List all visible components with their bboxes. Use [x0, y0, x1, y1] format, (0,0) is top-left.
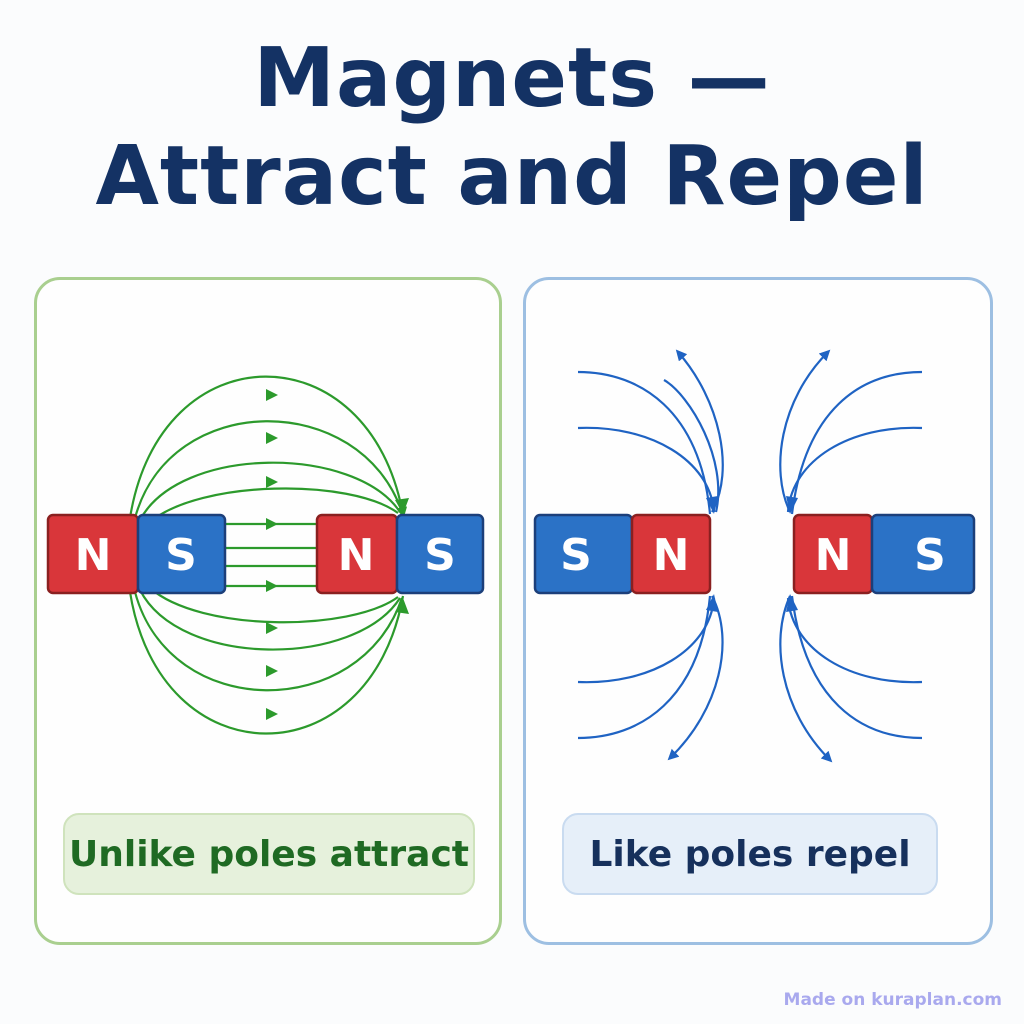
- pole-label: N: [75, 530, 112, 581]
- field-line: [663, 379, 720, 513]
- south-pole: [136, 513, 227, 595]
- left-magnet-1: N S: [46, 513, 227, 595]
- field-line: [133, 420, 404, 519]
- right-magnet-2: N S: [792, 513, 976, 595]
- arrowhead: [786, 594, 798, 612]
- field-line: [577, 426, 716, 513]
- attract-arrowheads: [266, 389, 409, 720]
- page-title: Magnets — Attract and Repel: [0, 30, 1024, 226]
- field-line: [123, 583, 405, 735]
- arrowhead: [266, 476, 278, 488]
- attract-field-lines: [123, 375, 408, 735]
- watermark: Made on kuraplan.com: [783, 990, 1002, 1010]
- pole-label: S: [914, 530, 946, 581]
- repel-caption: Like poles repel: [562, 813, 938, 895]
- arrowhead: [395, 598, 409, 614]
- title-line-2: Attract and Repel: [95, 129, 929, 224]
- arrowhead: [266, 432, 278, 444]
- field-line: [786, 597, 923, 684]
- title-line-1: Magnets —: [253, 31, 771, 126]
- field-line: [577, 597, 716, 684]
- pole-label: N: [653, 530, 690, 581]
- pole-label: N: [815, 530, 852, 581]
- attract-caption: Unlike poles attract: [63, 813, 475, 895]
- left-magnet-2: N S: [315, 513, 485, 595]
- arrowhead: [395, 498, 409, 514]
- arrowhead: [706, 594, 718, 612]
- field-line: [790, 370, 923, 515]
- field-line: [577, 595, 712, 740]
- arrowhead: [266, 580, 278, 592]
- pole-label: S: [560, 530, 592, 581]
- south-pole: [395, 513, 485, 595]
- arrowhead: [266, 622, 278, 634]
- field-line: [577, 370, 712, 515]
- south-pole: [870, 513, 976, 595]
- repel-arrowheads: [706, 496, 798, 612]
- pole-label: S: [424, 530, 456, 581]
- field-line: [139, 589, 401, 651]
- field-line: [133, 591, 404, 692]
- arrowhead: [266, 389, 278, 401]
- right-magnet-1: S N: [533, 513, 712, 595]
- field-line: [790, 595, 923, 740]
- field-line: [139, 461, 401, 521]
- field-line: [128, 375, 408, 519]
- field-line: [786, 426, 923, 513]
- repel-field-lines: [577, 349, 923, 763]
- field-line: [149, 487, 399, 523]
- field-line: [149, 587, 399, 624]
- arrowhead: [706, 496, 718, 514]
- field-line: [779, 349, 831, 513]
- field-line: [779, 595, 833, 763]
- arrowhead: [786, 496, 798, 514]
- arrowhead: [266, 708, 278, 720]
- arrowhead: [266, 665, 278, 677]
- arrowhead: [266, 518, 278, 530]
- north-pole: [630, 513, 712, 595]
- field-line: [667, 595, 724, 761]
- pole-label: S: [165, 530, 197, 581]
- pole-label: N: [338, 530, 375, 581]
